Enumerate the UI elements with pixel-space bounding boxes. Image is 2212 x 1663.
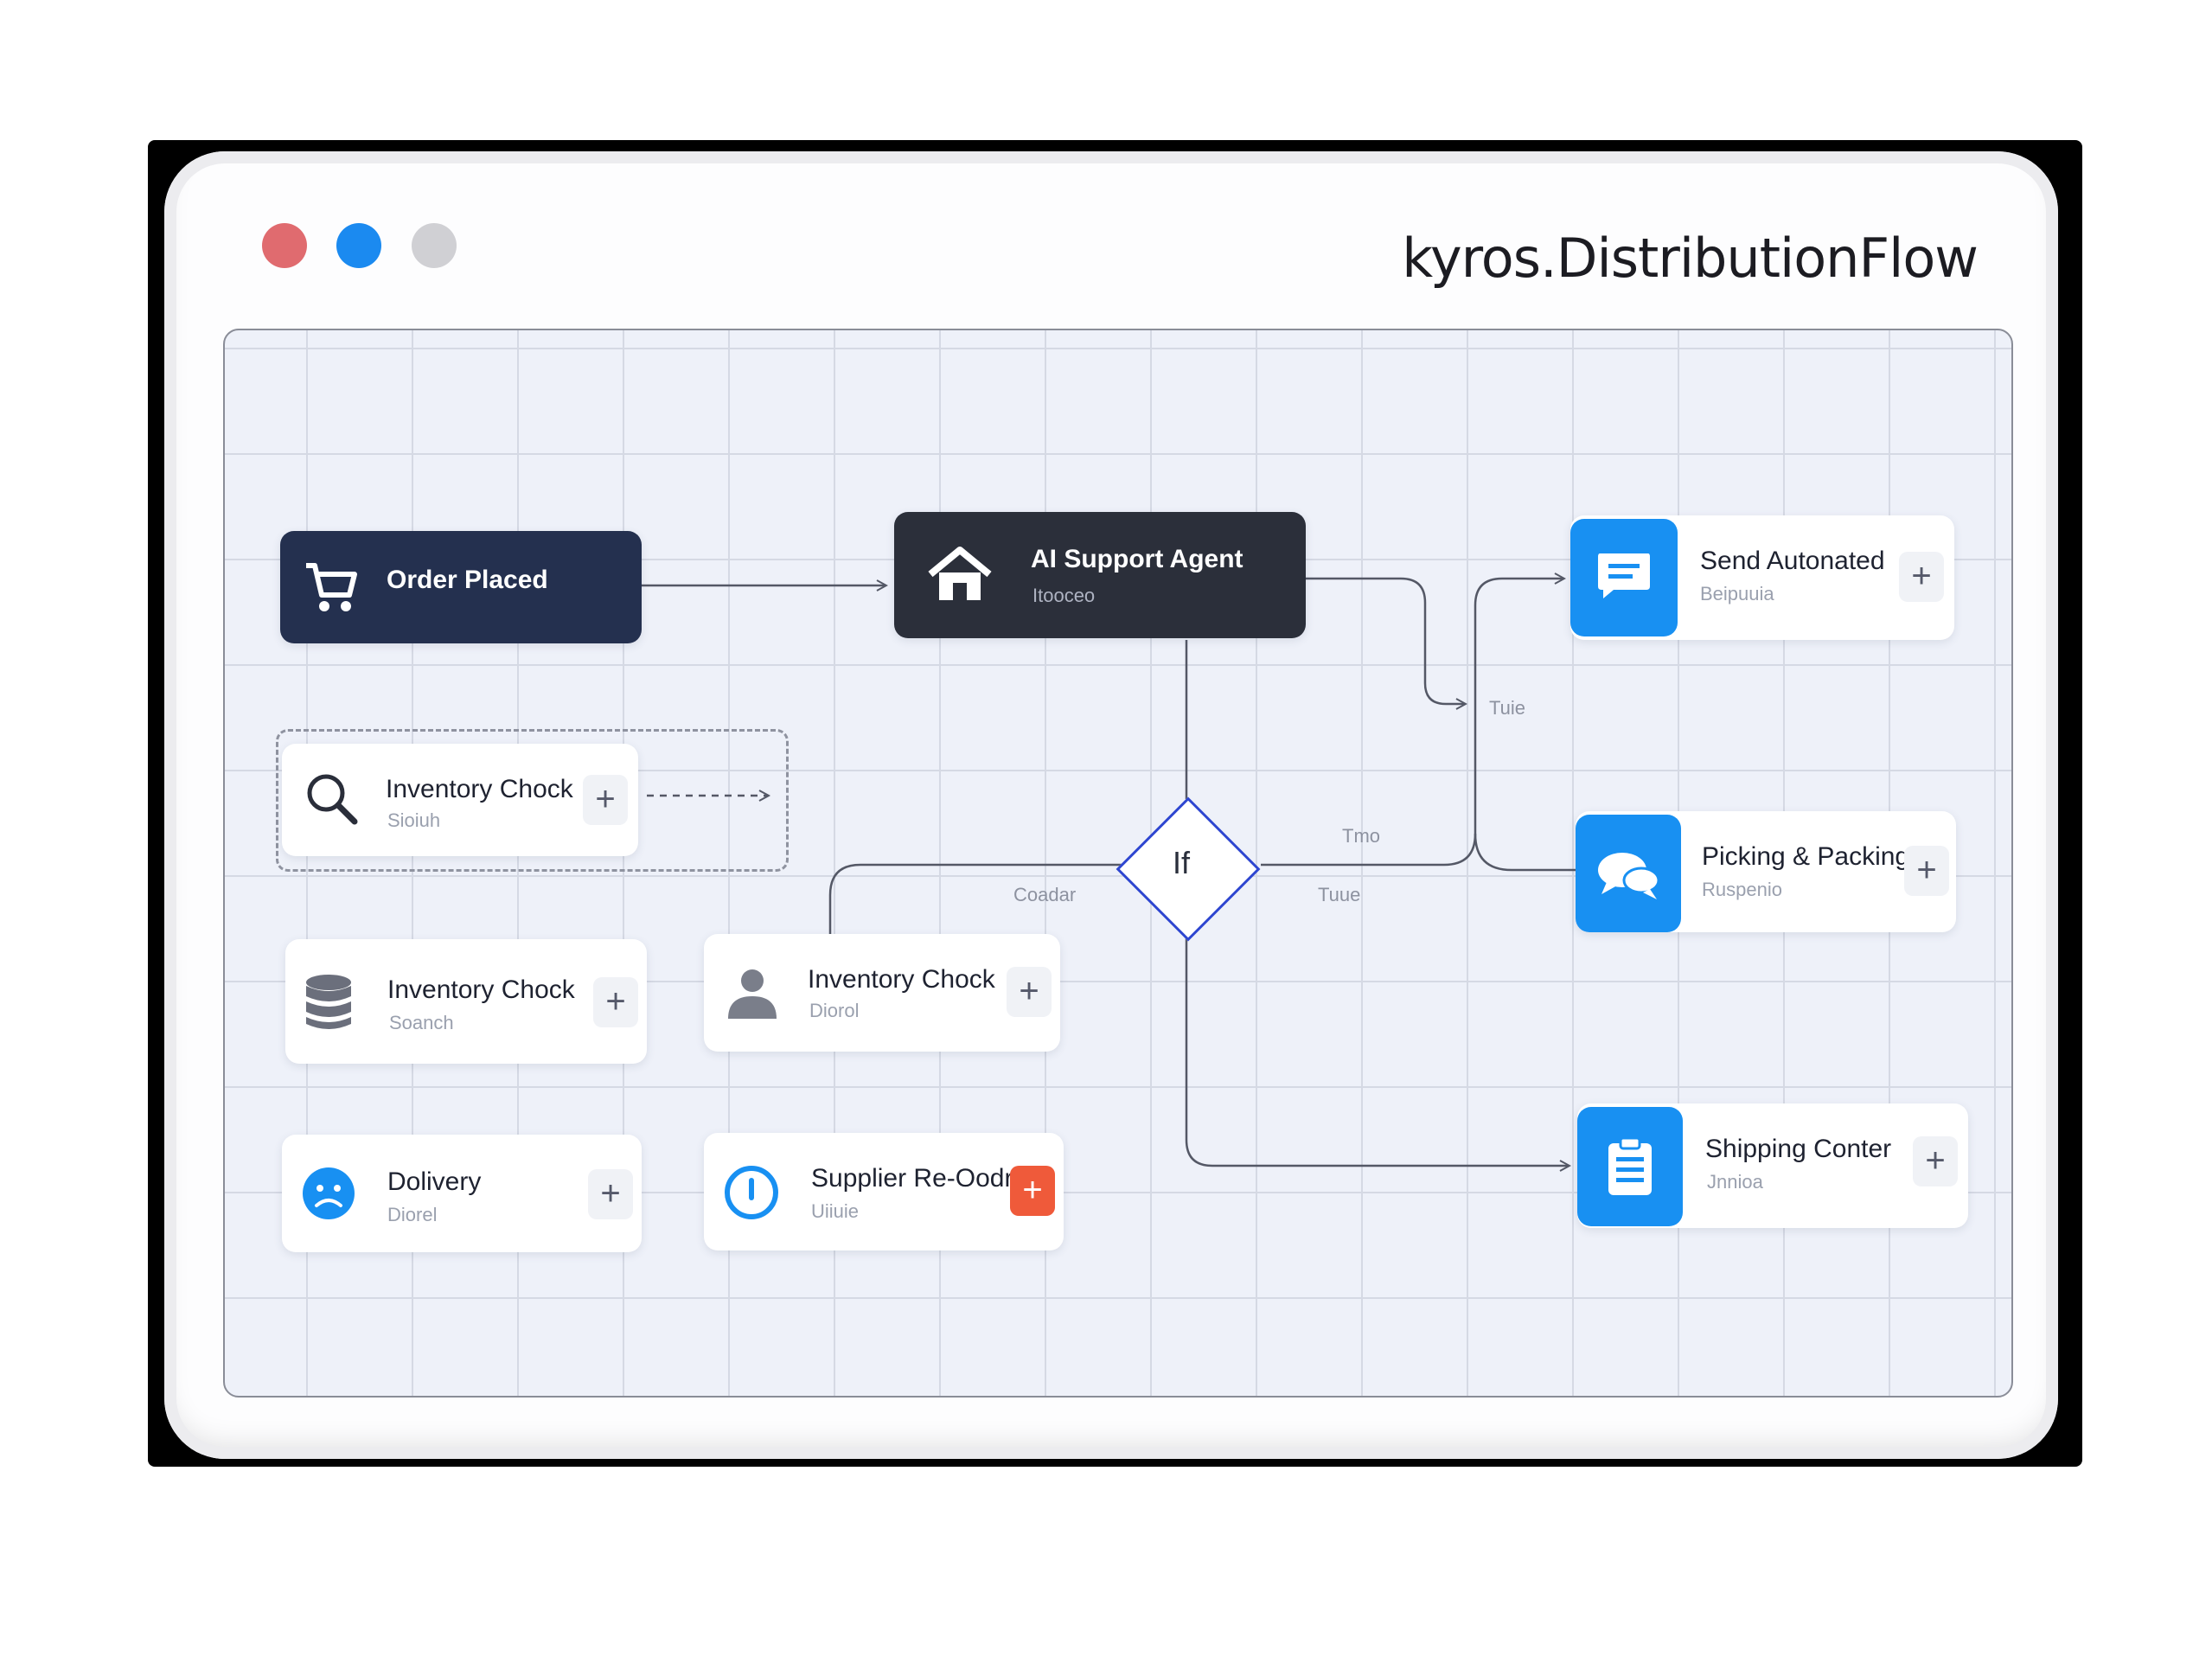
supplier-reorder-sub: Uiiuie [811,1200,860,1222]
picking-packing-add-button[interactable]: + [1904,846,1949,896]
inventory-check-database-node[interactable]: Inventory Chock Soanch + [285,939,647,1064]
close-window-button[interactable] [262,223,307,268]
edge-label-left: Coadar [1013,884,1077,905]
edge-label-upper: Tuie [1489,697,1525,719]
window-title: kyros.DistributionFlow [1402,227,1979,290]
inventory-check-user-add-button[interactable]: + [1007,967,1052,1017]
inventory-check-search-label: Inventory Chock [386,775,573,803]
user-icon [726,967,778,1025]
if-condition-label: If [1173,845,1191,880]
supplier-reorder-node[interactable]: Supplier Re-Oodr Uiiuie + [704,1133,1064,1250]
delivery-add-button[interactable]: + [588,1169,633,1219]
shipping-center-sub: Jnnioa [1707,1171,1763,1193]
edge-condition-to-shipping [1185,936,1569,1166]
ai-support-agent-label: AI Support Agent [1031,545,1243,573]
minimize-window-button[interactable] [336,223,381,268]
edge-condition-to-send [1261,579,1563,867]
search-icon [304,771,360,831]
edge-branch-to-picking [1474,833,1579,872]
ai-support-agent-sub: Itooceo [1032,585,1096,606]
send-automated-node[interactable]: Send Autonated Beipuuia + [1570,515,1954,640]
picking-packing-sub: Ruspenio [1702,879,1782,900]
chat-bubbles-icon [1595,847,1664,907]
inventory-check-database-label: Inventory Chock [387,975,575,1004]
shipping-center-label: Shipping Conter [1705,1135,1892,1163]
inventory-check-search-node[interactable]: Inventory Chock Sioiuh + [282,744,638,856]
database-icon [304,974,353,1035]
sad-face-icon [301,1166,356,1225]
supplier-reorder-add-button[interactable]: + [1010,1166,1055,1216]
edge-label-mid: Tmo [1342,825,1380,847]
cart-icon [303,560,360,618]
inventory-check-search-sub: Sioiuh [387,809,441,831]
document-icon [1603,1136,1657,1201]
shipping-center-node[interactable]: Shipping Conter Jnnioa + [1577,1103,1968,1228]
supplier-reorder-label: Supplier Re-Oodr [811,1164,1013,1193]
delivery-sub: Diorel [387,1204,438,1225]
inventory-check-user-label: Inventory Chock [808,965,995,994]
picking-packing-label: Picking & Packing [1702,842,1910,871]
alert-icon [723,1164,780,1225]
inventory-check-user-node[interactable]: Inventory Chock Diorol + [704,934,1060,1052]
message-icon [1595,550,1653,606]
edge-condition-to-inventory [828,863,1122,934]
picking-packing-node[interactable]: Picking & Packing Ruspenio + [1576,811,1956,932]
shipping-center-add-button[interactable]: + [1913,1136,1958,1186]
order-placed-node[interactable]: Order Placed [280,531,642,643]
maximize-window-button[interactable] [412,223,457,268]
send-automated-label: Send Autonated [1700,547,1885,575]
delivery-label: Dolivery [387,1167,482,1196]
order-placed-label: Order Placed [387,566,548,594]
ai-support-agent-node[interactable]: AI Support Agent Itooceo [894,512,1306,638]
edge-label-right: Tuue [1318,884,1361,905]
home-icon [927,547,993,608]
edge-agent-to-tuie [1306,577,1465,704]
delivery-node[interactable]: Dolivery Diorel + [282,1135,642,1252]
send-automated-add-button[interactable]: + [1899,552,1944,602]
send-automated-sub: Beipuuia [1700,583,1774,604]
inventory-check-database-add-button[interactable]: + [593,977,638,1027]
inventory-check-dashed-group [276,729,789,872]
inventory-check-search-add-button[interactable]: + [583,775,628,825]
inventory-check-user-sub: Diorol [809,1000,860,1021]
inventory-check-database-sub: Soanch [389,1012,454,1033]
